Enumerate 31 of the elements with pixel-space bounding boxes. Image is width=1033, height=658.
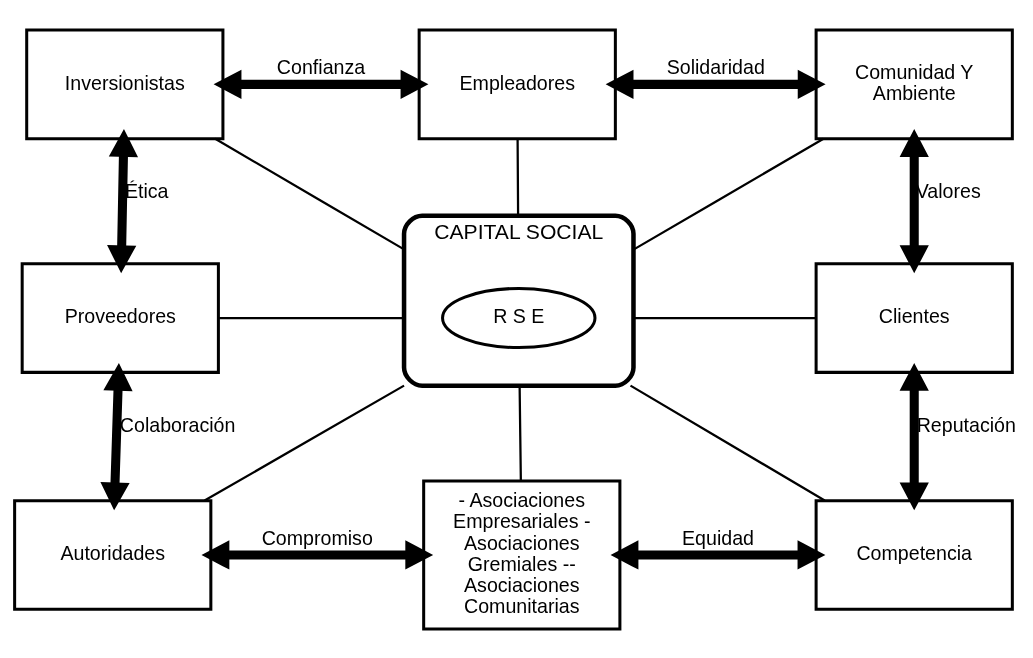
connector [204,384,405,502]
connector [218,316,405,319]
connector [518,385,522,481]
node-box: Empleadores [417,28,617,140]
edge-label: Colaboración [119,413,236,436]
node-box: Inversionistas [25,28,225,140]
node-box: Competencia [814,498,1014,611]
arrow [899,128,929,273]
connector [214,137,405,250]
node-box: Proveedores [20,261,220,374]
node-box: - Asociaciones Empresariales - Asociaciones Gremiales -- Asociaciones Comunitarias [422,479,622,630]
node-ellipse: R S E [441,286,597,349]
arrow [107,128,139,273]
arrow [605,69,826,99]
edge-label: Compromiso [261,526,373,549]
arrow [610,539,826,570]
arrow [213,69,429,99]
node-box: Comunidad Y Ambiente [814,28,1014,140]
edge-label: Solidaridad [666,55,765,78]
edge-label: Confianza [276,55,366,78]
node-box: Clientes [814,261,1014,374]
connector [516,138,520,216]
arrow [201,539,434,570]
connector [633,316,816,319]
arrow [899,362,929,510]
arrow [100,362,133,510]
connector [629,384,826,501]
edge-label: Equidad [682,526,754,549]
node-box: Autoridades [13,498,213,611]
connector [632,137,825,251]
edge-label: Ética [124,179,169,202]
